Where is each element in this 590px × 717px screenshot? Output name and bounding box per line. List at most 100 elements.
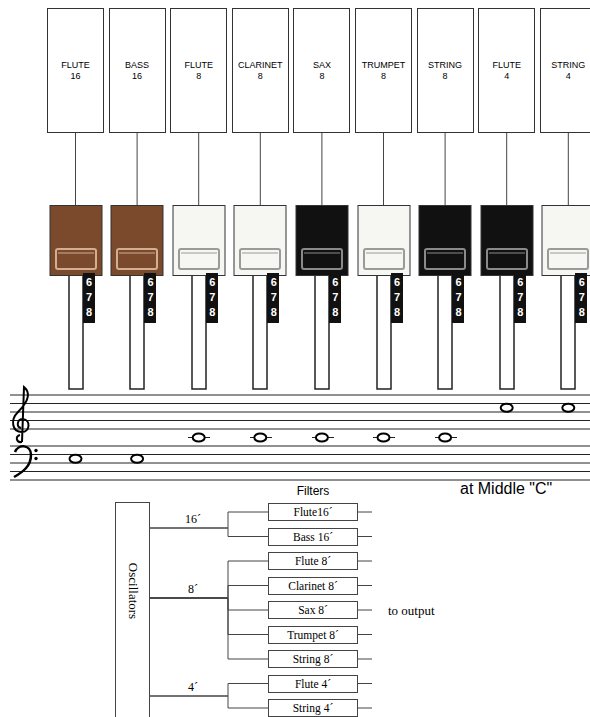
connector — [260, 133, 261, 205]
bass-clef — [14, 446, 38, 477]
output-stub — [358, 585, 372, 586]
register-tag — [391, 273, 403, 323]
output-stub — [358, 512, 372, 513]
tab-bevel — [364, 249, 404, 269]
connector — [150, 696, 268, 708]
node-text: Flute 8´ — [295, 555, 331, 567]
tab-bevel — [240, 249, 280, 269]
tab-bevel — [179, 249, 219, 269]
tab-stop: 6 7 8 — [541, 205, 590, 390]
filter-box: Sax 8´ — [268, 601, 358, 619]
staff-line — [10, 395, 590, 396]
whole-note — [562, 404, 574, 412]
tab-stop-figure — [357, 205, 411, 390]
tab-stop: 6 7 8 — [172, 205, 226, 390]
node-text: Bass 16´ — [293, 531, 333, 543]
whole-note — [193, 434, 205, 442]
node-text: Clarinet 8´ — [288, 580, 338, 592]
register-tag — [514, 273, 526, 323]
register-tag — [267, 273, 279, 323]
connector — [445, 133, 446, 205]
stop-label-box: BASS 16 — [109, 8, 166, 133]
tab-stop: 6 7 8 — [418, 205, 472, 390]
tab-stem — [130, 275, 144, 389]
stop-label-box: STRING 8 — [417, 8, 474, 133]
footage-label: 4´ — [187, 681, 199, 694]
staff-line — [10, 395, 590, 480]
node-text: FLUTE 4 — [492, 60, 521, 82]
filter-box: Clarinet 8´ — [268, 577, 358, 595]
output-stub — [358, 536, 372, 537]
tab-bevel — [427, 253, 463, 254]
tab-stop: 6 7 8 — [480, 205, 534, 390]
tab-stop-figure — [49, 205, 103, 390]
connector — [383, 133, 384, 205]
filter-box: Bass 16´ — [268, 528, 358, 546]
treble-clef — [13, 387, 28, 442]
connector — [150, 598, 268, 659]
tab-stop: 6 7 8 — [110, 205, 164, 390]
register-numbers: 6 7 8 — [268, 275, 279, 320]
tab-stem — [192, 275, 206, 389]
tab-stop-figure — [418, 205, 472, 390]
node-text: BASS 16 — [125, 60, 149, 82]
tab-body — [234, 206, 286, 276]
filter-box: Flute16´ — [268, 503, 358, 521]
tab-stem — [69, 275, 83, 389]
register-numbers: 6 7 8 — [453, 275, 464, 320]
connector — [150, 684, 268, 697]
register-tag — [144, 273, 156, 323]
stop-label-box: TRUMPET 8 — [355, 8, 412, 133]
treble-clef — [13, 387, 28, 442]
node-text: Oscillators — [125, 563, 141, 619]
register-numbers: 6 7 8 — [84, 275, 95, 320]
output-stub — [358, 561, 372, 562]
node-text: FLUTE 16 — [61, 60, 90, 82]
connector — [137, 133, 138, 205]
tab-bevel — [302, 249, 342, 269]
stop-label-box: CLARINET 8 — [232, 8, 289, 133]
output-stub — [358, 683, 372, 684]
tab-body — [111, 206, 163, 276]
tab-bevel — [366, 253, 402, 254]
tab-body — [173, 206, 225, 276]
connector — [150, 561, 268, 598]
staff-line — [10, 446, 590, 447]
footage-label: 16´ — [184, 513, 202, 526]
tab-stem — [315, 275, 329, 389]
tab-stop: 6 7 8 — [295, 205, 349, 390]
tab-body — [481, 206, 533, 276]
whole-note — [70, 404, 575, 463]
stop-label-box: SAX 8 — [293, 8, 350, 133]
footage-label: 8´ — [187, 583, 199, 596]
filter-box: Trumpet 8´ — [268, 626, 358, 644]
tab-stem — [561, 275, 575, 389]
column-heading: Filters — [297, 484, 330, 498]
whole-note — [316, 434, 328, 442]
staff-line — [10, 429, 590, 430]
connector — [568, 133, 569, 205]
output-stub — [358, 634, 372, 635]
register-numbers: 6 7 8 — [576, 275, 587, 320]
register-tag — [206, 273, 218, 323]
tab-body — [296, 206, 348, 276]
bass-clef — [14, 446, 31, 477]
whole-note — [501, 404, 513, 412]
whole-note — [378, 434, 390, 442]
whole-note — [439, 434, 451, 442]
tab-bevel — [58, 253, 94, 254]
node-text: CLARINET 8 — [238, 60, 282, 82]
connector — [150, 598, 268, 610]
node-text: Flute16´ — [294, 506, 333, 518]
node-text: STRING 4 — [551, 60, 585, 82]
tab-stop-figure — [172, 205, 226, 390]
stop-label-box: STRING 4 — [540, 8, 590, 133]
register-tag — [452, 273, 464, 323]
stop-label-box: FLUTE 4 — [478, 8, 535, 133]
oscillator-box: Oscillators — [115, 502, 150, 717]
connector — [506, 133, 507, 205]
stop-label-box: FLUTE 8 — [170, 8, 227, 133]
tab-stem — [377, 275, 391, 389]
bass-clef — [34, 457, 37, 460]
bass-clef — [34, 449, 37, 452]
